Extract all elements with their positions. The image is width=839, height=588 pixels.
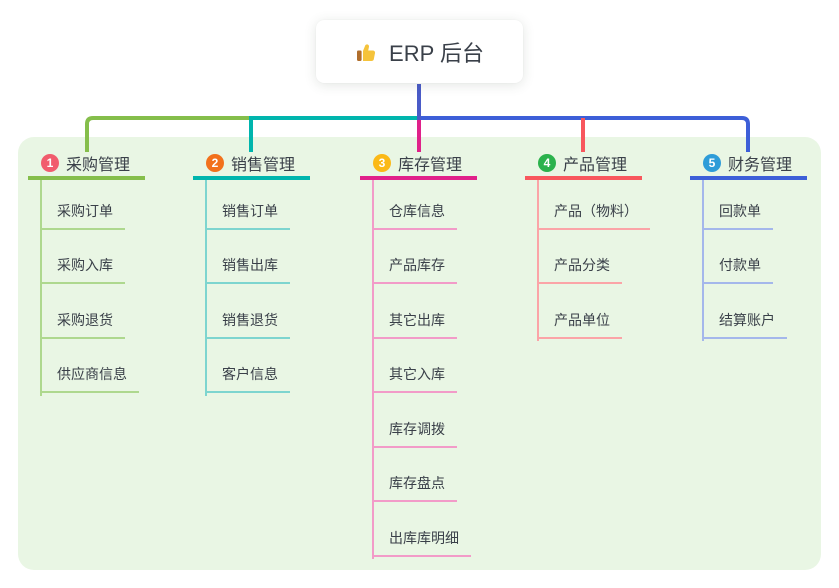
branch-child-connector	[40, 180, 42, 396]
branch-node-inventory[interactable]: 3 库存管理	[360, 150, 477, 180]
child-node[interactable]: 回款单	[702, 196, 773, 230]
child-label: 库存调拨	[389, 421, 445, 437]
child-label: 销售订单	[222, 203, 278, 219]
child-node[interactable]: 产品分类	[537, 250, 622, 284]
branch-product: 4 产品管理 产品（物料） 产品分类 产品单位	[525, 150, 650, 341]
child-label: 仓库信息	[389, 203, 445, 219]
child-node[interactable]: 产品单位	[537, 305, 622, 339]
child-label: 供应商信息	[57, 366, 127, 382]
child-label: 库存盘点	[389, 475, 445, 491]
branch-sales: 2 销售管理 销售订单 销售出库 销售退货 客户信息	[193, 150, 310, 396]
child-node[interactable]: 付款单	[702, 250, 773, 284]
child-node[interactable]: 产品（物料）	[537, 196, 650, 230]
child-node[interactable]: 供应商信息	[40, 359, 139, 393]
child-node[interactable]: 销售出库	[205, 250, 290, 284]
child-node[interactable]: 采购订单	[40, 196, 125, 230]
child-node[interactable]: 出库库明细	[372, 523, 471, 557]
branch-node-product[interactable]: 4 产品管理	[525, 150, 642, 180]
root-node-erp[interactable]: ERP 后台	[316, 20, 523, 83]
branches-panel	[18, 137, 821, 570]
child-node[interactable]: 销售退货	[205, 305, 290, 339]
child-label: 付款单	[719, 257, 761, 273]
branch-label: 销售管理	[231, 157, 296, 174]
branch-inventory: 3 库存管理 仓库信息 产品库存 其它出库 其它入库 库存调拨 库存盘点 出库库…	[360, 150, 477, 559]
child-label: 采购订单	[57, 203, 113, 219]
child-node[interactable]: 采购退货	[40, 305, 125, 339]
child-label: 产品库存	[389, 257, 445, 273]
thumbs-up-icon	[357, 43, 376, 61]
root-node-label: ERP 后台	[389, 40, 484, 66]
branch-node-sales[interactable]: 2 销售管理	[193, 150, 310, 180]
child-label: 产品单位	[554, 312, 610, 328]
branch-child-connector	[372, 180, 374, 559]
child-node[interactable]: 库存盘点	[372, 468, 457, 502]
child-node[interactable]: 客户信息	[205, 359, 290, 393]
child-label: 销售退货	[222, 312, 278, 328]
branch-child-connector	[702, 180, 704, 341]
branch-label: 产品管理	[563, 157, 628, 174]
child-node[interactable]: 销售订单	[205, 196, 290, 230]
branch-node-purchase[interactable]: 1 采购管理	[28, 150, 145, 180]
branch-number-badge: 4	[538, 154, 556, 172]
child-label: 采购入库	[57, 257, 113, 273]
child-label: 产品分类	[554, 257, 610, 273]
child-label: 采购退货	[57, 312, 113, 328]
child-label: 其它入库	[389, 366, 445, 382]
child-node[interactable]: 其它入库	[372, 359, 457, 393]
branch-number-badge: 2	[206, 154, 224, 172]
child-node[interactable]: 采购入库	[40, 250, 125, 284]
branch-number-badge: 5	[703, 154, 721, 172]
child-label: 客户信息	[222, 366, 278, 382]
child-node[interactable]: 库存调拨	[372, 414, 457, 448]
branch-label: 采购管理	[66, 157, 131, 174]
child-label: 其它出库	[389, 312, 445, 328]
child-label: 出库库明细	[389, 530, 459, 546]
child-node[interactable]: 产品库存	[372, 250, 457, 284]
child-label: 销售出库	[222, 257, 278, 273]
child-node[interactable]: 结算账户	[702, 305, 787, 339]
child-label: 回款单	[719, 203, 761, 219]
branch-child-connector	[537, 180, 539, 341]
branch-label: 财务管理	[728, 157, 793, 174]
branch-number-badge: 1	[41, 154, 59, 172]
branch-purchase: 1 采购管理 采购订单 采购入库 采购退货 供应商信息	[28, 150, 145, 396]
branch-child-connector	[205, 180, 207, 396]
branch-node-finance[interactable]: 5 财务管理	[690, 150, 807, 180]
child-label: 结算账户	[719, 312, 775, 328]
branch-finance: 5 财务管理 回款单 付款单 结算账户	[690, 150, 807, 341]
child-node[interactable]: 其它出库	[372, 305, 457, 339]
child-label: 产品（物料）	[554, 203, 638, 219]
branch-number-badge: 3	[373, 154, 391, 172]
child-node[interactable]: 仓库信息	[372, 196, 457, 230]
branch-label: 库存管理	[398, 157, 463, 174]
